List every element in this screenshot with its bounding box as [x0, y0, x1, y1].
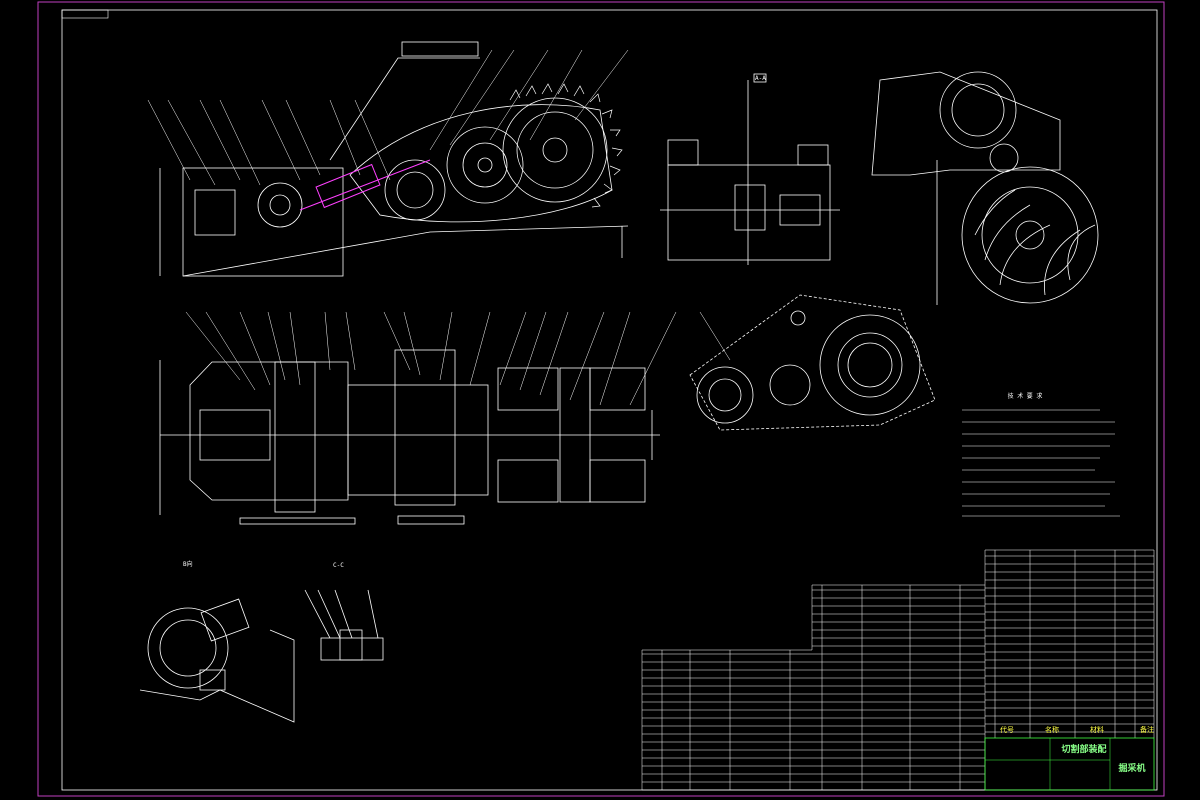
parts-list-table: [641, 549, 1155, 791]
tech-requirements-title: 技 术 要 求: [1008, 392, 1043, 400]
product-name: 掘采机: [1118, 762, 1145, 774]
section-view-cc: [304, 589, 384, 661]
tech-requirements-block: 技 术 要 求: [962, 392, 1120, 517]
gear-assembly-view: [871, 71, 1099, 305]
header-code: 代号: [1000, 725, 1014, 734]
cutting-drum-teeth: [509, 83, 623, 208]
hydraulic-cylinder: [299, 159, 431, 211]
header-name: 名称: [1045, 725, 1059, 734]
drawing-number-box: [61, 9, 109, 19]
plan-view: [159, 349, 660, 525]
header-material: 材料: [1090, 725, 1104, 734]
section-mark-cc: C-C: [333, 562, 344, 569]
balloon-leaders: [147, 49, 731, 406]
outer-sheet-frame: [37, 1, 1165, 797]
assembly-name: 切割部装配: [1061, 743, 1106, 755]
section-mark-aa: A-A: [755, 75, 766, 82]
main-side-view: [159, 41, 629, 277]
inner-drawing-frame: [61, 9, 1158, 791]
tech-requirement-lines: [962, 409, 1120, 517]
chain-drive-view: [689, 294, 936, 431]
section-view-aa: [660, 73, 840, 265]
section-view-b: [139, 598, 295, 723]
section-mark-b: B向: [183, 560, 193, 568]
header-remarks: 备注: [1140, 725, 1154, 734]
title-block: 切割部装配 掘采机 代号 名称 材料 备注: [984, 725, 1155, 791]
